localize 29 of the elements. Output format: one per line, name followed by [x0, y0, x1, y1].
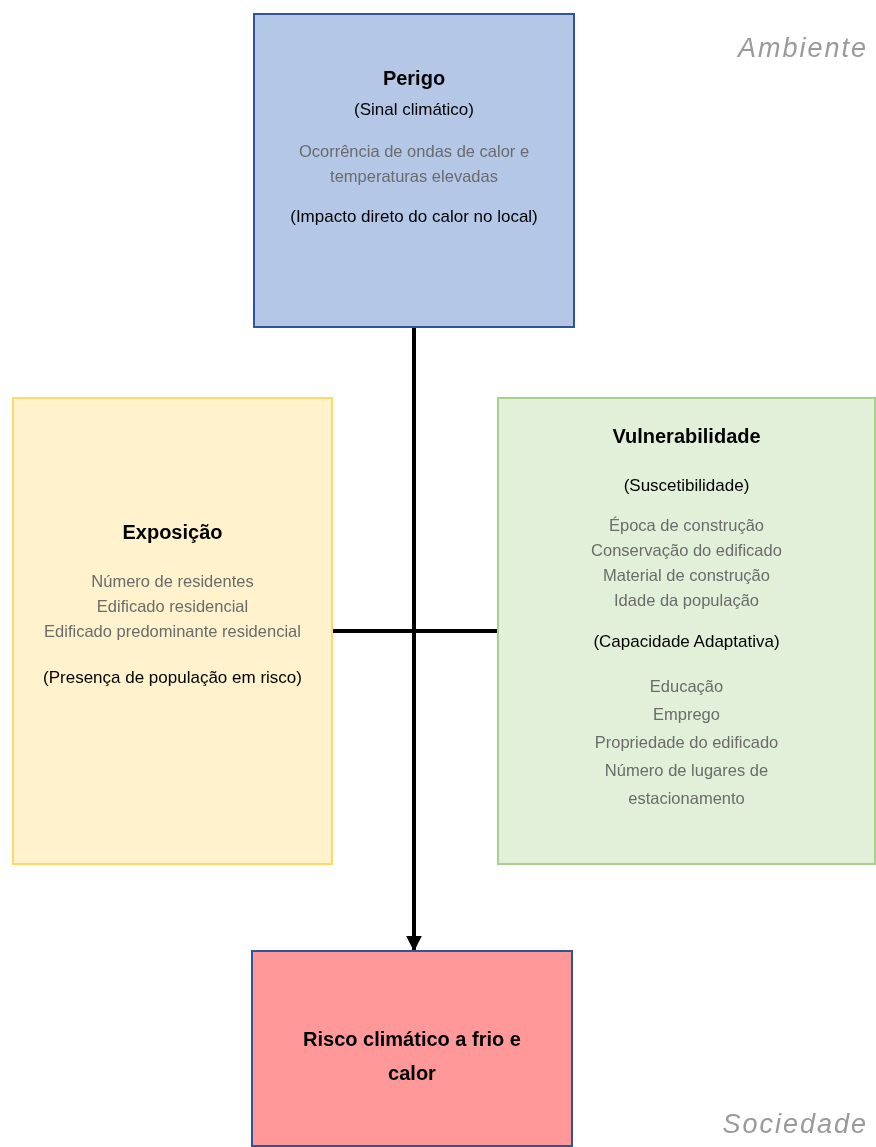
box-text: Idade da população — [614, 589, 759, 611]
box-text: Edificado predominante residencial — [43, 621, 302, 642]
box-heading: Risco climático a frio e calor — [302, 1027, 522, 1086]
result-box — [251, 950, 573, 1147]
connector-line — [333, 629, 497, 633]
box-heading: Vulnerabilidade — [612, 424, 761, 449]
box-text: Época de construção — [609, 514, 764, 536]
box-text: Educação — [649, 676, 724, 697]
box-text: Número de residentes — [91, 571, 254, 592]
box-text: (Sinal climático) — [354, 99, 474, 121]
box-text: Conservação do edificado — [591, 539, 782, 561]
box-text: (Presença de população em risco) — [42, 667, 303, 689]
box-text: Material de construção — [603, 564, 770, 586]
box-text: Ocorrência de ondas de calor e temperaturas elevadas — [297, 140, 531, 187]
corner-label: Ambiente — [737, 32, 868, 65]
category-box — [253, 13, 575, 328]
category-box — [12, 397, 333, 865]
box-text: Propriedade do edificado — [594, 732, 779, 753]
box-heading: Perigo — [382, 66, 446, 91]
box-text: Número de lugares de estacionamento — [603, 760, 770, 809]
box-text: (Suscetibilidade) — [623, 475, 750, 497]
box-text: Edificado residencial — [96, 596, 249, 617]
box-text: (Capacidade Adaptativa) — [593, 630, 780, 653]
category-box — [497, 397, 876, 865]
box-text: (Impacto direto do calor no local) — [289, 205, 539, 228]
corner-label: Sociedade — [722, 1108, 868, 1141]
box-heading: Exposição — [122, 520, 223, 545]
arrow — [406, 328, 422, 952]
box-text: Emprego — [653, 704, 720, 725]
